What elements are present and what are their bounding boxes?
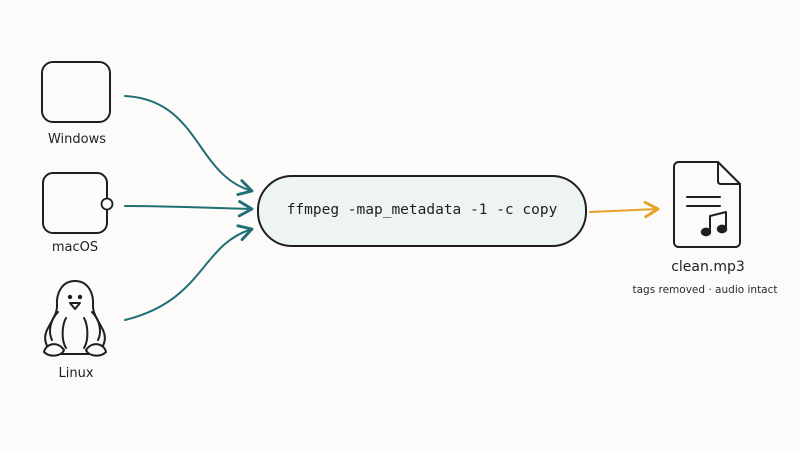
arrow-linux-to-command: [124, 224, 254, 321]
macos-window-icon: [42, 172, 114, 234]
linux-label: Linux: [58, 366, 94, 381]
arrow-windows-to-command: [124, 95, 254, 196]
arrow-command-to-output: [589, 200, 660, 219]
arrow-macos-to-command: [124, 200, 254, 218]
output-caption: tags removed · audio intact: [632, 284, 778, 296]
output-filename: clean.mp3: [671, 259, 745, 275]
command-box: [257, 175, 587, 247]
macos-label: macOS: [51, 240, 99, 255]
command-text: ffmpeg -map_metadata -1 -c copy: [286, 202, 558, 218]
windows-label: Windows: [47, 132, 107, 147]
windows-window-icon: [41, 61, 111, 123]
linux-tux-icon: [43, 280, 107, 357]
music-file-icon: [673, 161, 741, 248]
